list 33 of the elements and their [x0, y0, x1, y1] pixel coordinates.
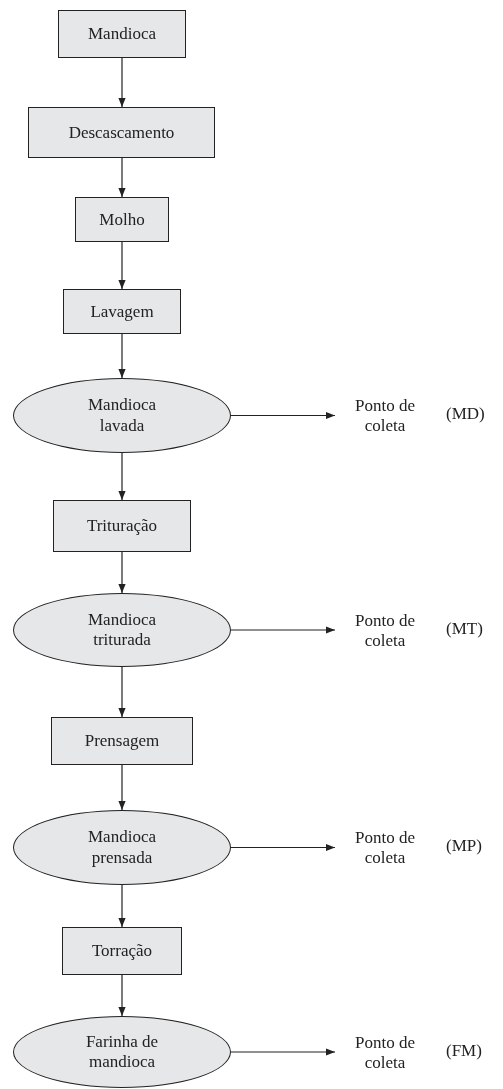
process-box: Torração [62, 927, 182, 975]
process-box: Trituração [53, 500, 191, 552]
arrow [118, 764, 126, 811]
sample-code: (MT) [446, 619, 483, 639]
collection-point-label: Ponto de coleta [354, 827, 416, 869]
collection-point-label: Ponto de coleta [354, 1032, 416, 1074]
product-ellipse: Mandioca prensada [13, 810, 231, 885]
arrow [230, 626, 336, 634]
arrow [118, 884, 126, 928]
arrow [118, 452, 126, 501]
arrow [118, 241, 126, 290]
arrow [118, 333, 126, 379]
arrow [118, 974, 126, 1017]
product-ellipse: Mandioca triturada [13, 593, 231, 667]
arrow [230, 411, 336, 420]
collection-point-label: Ponto de coleta [354, 610, 416, 652]
arrow [118, 666, 126, 718]
arrow [118, 57, 126, 108]
arrow [118, 551, 126, 594]
arrow [230, 843, 336, 852]
sample-code: (MP) [446, 836, 482, 856]
process-box: Molho [75, 197, 169, 242]
process-box: Lavagem [63, 289, 181, 334]
arrow [118, 157, 126, 198]
sample-code: (MD) [446, 404, 485, 424]
process-box: Descascamento [28, 107, 215, 158]
process-box: Prensagem [51, 717, 193, 765]
sample-code: (FM) [446, 1041, 482, 1061]
arrow [230, 1048, 336, 1056]
process-box: Mandioca [58, 10, 186, 58]
product-ellipse: Mandioca lavada [13, 378, 231, 453]
product-ellipse: Farinha de mandioca [13, 1016, 231, 1088]
collection-point-label: Ponto de coleta [354, 395, 416, 437]
